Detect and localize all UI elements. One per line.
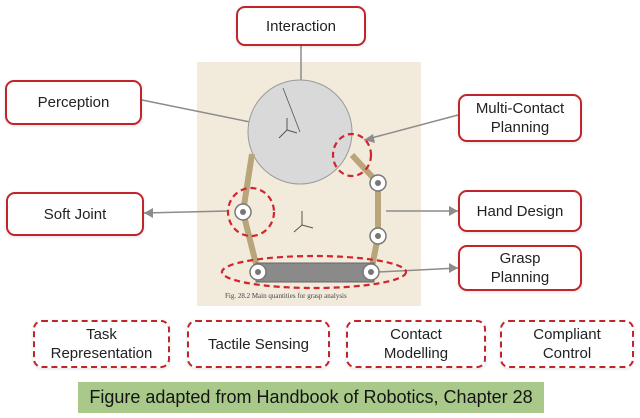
- soft-joint-label: Soft Joint: [43, 205, 107, 223]
- arrow-grasp: [377, 267, 459, 273]
- footer-caption: Figure adapted from Handbook of Robotics…: [78, 382, 544, 413]
- highlight-soft-joint: [226, 186, 276, 238]
- multi-contact-label-line1: Multi-Contact: [475, 100, 565, 117]
- grasp-planning-box: Grasp Planning: [458, 245, 582, 291]
- compliant-label-line1: Compliant: [533, 326, 601, 343]
- interaction-label: Interaction: [265, 17, 337, 35]
- compliant-label-line2: Control: [542, 345, 592, 362]
- connector-arrows: [141, 46, 459, 273]
- multi-contact-planning-box: Multi-Contact Planning: [458, 94, 582, 142]
- compliant-control-box: Compliant Control: [500, 320, 634, 368]
- footer-caption-text: Figure adapted from Handbook of Robotics…: [89, 387, 533, 407]
- contact-label-line1: Contact: [390, 326, 442, 343]
- multi-contact-label-line2: Planning: [490, 119, 550, 136]
- arrow-multi-contact: [363, 114, 459, 141]
- perception-box: Perception: [5, 80, 142, 125]
- object-radius: [282, 87, 301, 133]
- arrowhead-grasp: [449, 263, 458, 273]
- task-label-line2: Representation: [50, 345, 153, 362]
- inertial-frame: [293, 211, 314, 233]
- contact-label-line2: Modelling: [383, 345, 449, 362]
- left-finger-proximal: [240, 211, 261, 273]
- arrow-perception: [141, 99, 266, 126]
- tactile-label: Tactile Sensing: [208, 335, 309, 353]
- hand-design-label: Hand Design: [476, 202, 564, 220]
- task-label-line1: Task: [86, 326, 117, 343]
- soft-joint-box: Soft Joint: [6, 192, 144, 236]
- tactile-sensing-box: Tactile Sensing: [187, 320, 330, 368]
- highlight-palm: [220, 254, 408, 290]
- arrowhead-soft-joint: [144, 208, 153, 218]
- highlight-contact: [331, 132, 373, 178]
- object-frame: [278, 118, 298, 139]
- arrowhead-hand-design: [449, 206, 458, 216]
- perception-label: Perception: [37, 94, 110, 111]
- left-finger-distal: [240, 153, 255, 213]
- highlight-ellipses: [220, 132, 408, 290]
- palm: [255, 262, 375, 283]
- hand-design-box: Hand Design: [458, 190, 582, 232]
- contact-modelling-box: Contact Modelling: [346, 320, 486, 368]
- grasp-label-line1: Grasp: [499, 250, 541, 267]
- arrow-soft-joint: [143, 210, 229, 214]
- grasp-label-line2: Planning: [490, 269, 550, 286]
- task-representation-box: Task Representation: [33, 320, 170, 368]
- figure-caption: Fig. 28.2 Main quantities for grasp anal…: [225, 292, 347, 300]
- interaction-box: Interaction: [236, 6, 366, 46]
